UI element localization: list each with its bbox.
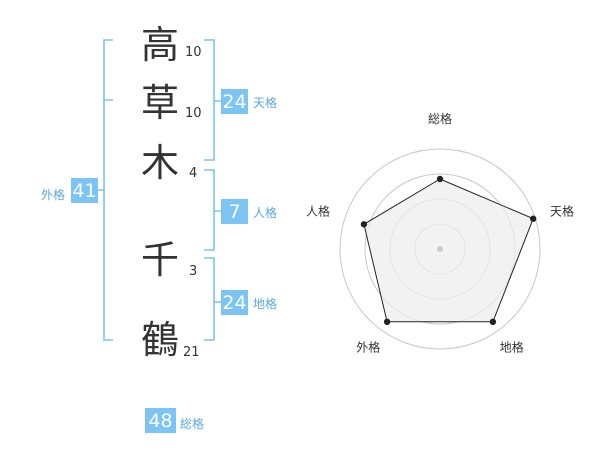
chikaku-badge: [221, 290, 248, 315]
stroke-count-4: 3: [189, 264, 197, 279]
radar-label-soukaku: 総格: [428, 111, 452, 126]
tenkaku-value: 24: [222, 91, 246, 113]
gaikaku-badge: [71, 178, 98, 203]
name-char-1: 高: [141, 23, 179, 67]
radar-label-tenkaku: 天格: [550, 203, 574, 218]
radar-ring-4: [339, 148, 541, 350]
chikaku-value: 24: [222, 292, 246, 314]
name-char-3: 木: [141, 141, 179, 185]
name-char-2: 草: [141, 81, 179, 125]
soukaku-label: 総格: [180, 416, 204, 431]
jinkaku-badge: [221, 199, 248, 224]
radar-point-1: [436, 175, 444, 183]
name-characters: 高 10 草 10 木 4 千 3 鶴 21: [141, 23, 202, 362]
radar-labels: 総格 天格 地格 外格 人格: [306, 111, 574, 355]
radar-chart: 総格 天格 地格 外格 人格: [306, 111, 574, 355]
jinkaku-label: 人格: [253, 205, 277, 220]
chikaku-bracket: [204, 257, 221, 341]
tenkaku-badge: [221, 89, 248, 114]
stroke-count-3: 4: [189, 166, 197, 181]
gaikaku-value: 41: [72, 180, 96, 202]
stroke-count-1: 10: [185, 45, 202, 60]
radar-label-jinkaku: 人格: [306, 203, 330, 218]
radar-label-chikaku: 地格: [500, 340, 524, 355]
tenkaku-bracket: [204, 39, 221, 161]
chikaku-label: 地格: [253, 296, 277, 311]
fortune-badges: 24 天格 7 人格 24 地格 外格 41 48 総格: [41, 89, 277, 433]
name-char-4: 千: [141, 238, 179, 282]
stroke-count-5: 21: [183, 345, 200, 360]
radar-point-4: [383, 318, 391, 326]
radar-polygon: [363, 178, 534, 323]
tenkaku-label: 天格: [253, 95, 277, 110]
radar-center-dot: [437, 246, 443, 252]
radar-point-3: [489, 318, 497, 326]
radar-point-2: [530, 215, 537, 222]
gaikaku-label: 外格: [41, 187, 65, 202]
jinkaku-bracket: [204, 169, 221, 251]
soukaku-value: 48: [148, 410, 172, 432]
radar-points: [360, 175, 537, 326]
soukaku-badge: [145, 408, 176, 433]
jinkaku-value: 7: [228, 201, 240, 223]
stroke-count-2: 10: [185, 106, 202, 121]
name-char-5: 鶴: [141, 318, 179, 362]
radar-label-gaikaku: 外格: [356, 340, 380, 355]
radar-point-5: [360, 221, 368, 228]
